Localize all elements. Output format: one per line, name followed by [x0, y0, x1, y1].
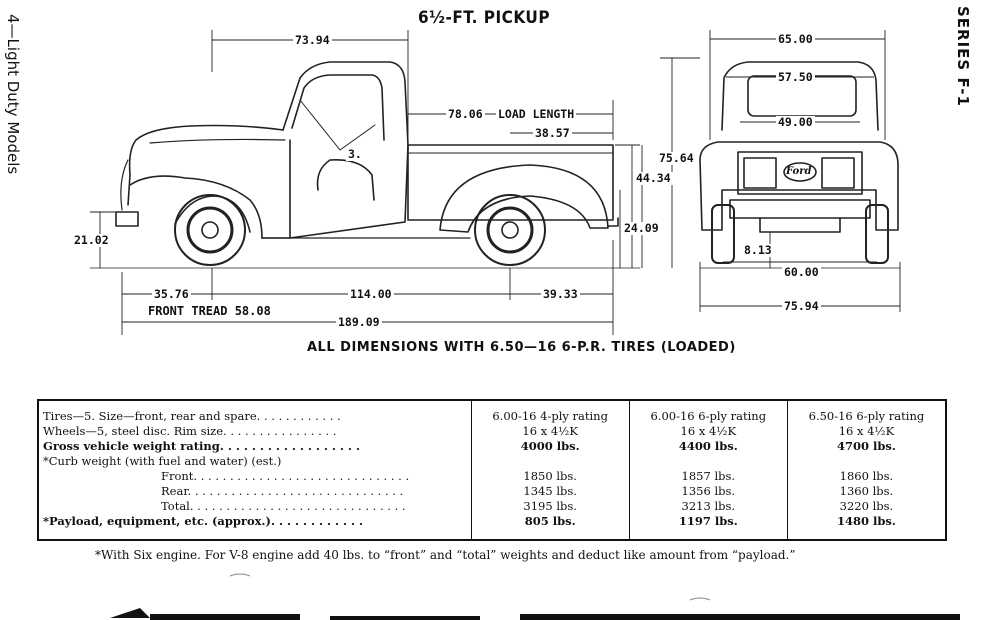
- dim-bed-rear-length: 78.06: [446, 107, 485, 121]
- dim-overall-rear-width: 75.94: [782, 299, 821, 313]
- dim-bumper-height: 21.02: [72, 233, 111, 247]
- spec-table: Tires—5. Size—front, rear and spare. . .…: [37, 399, 947, 541]
- spec-value: 1356 lbs.: [628, 484, 788, 499]
- dim-wheelbase: 114.00: [348, 287, 394, 301]
- spec-value: 1197 lbs.: [628, 514, 788, 540]
- dim-front-tread: FRONT TREAD 58.08: [146, 304, 273, 318]
- ford-logo-text: Ford: [786, 166, 812, 177]
- spec-value: 4400 lbs.: [628, 439, 788, 454]
- dim-ground-clearance: 8.13: [742, 243, 774, 257]
- spec-label: Wheels—5, steel disc. Rim size. . . . . …: [43, 424, 337, 438]
- spec-label: *Curb weight (with fuel and water) (est.…: [43, 454, 282, 468]
- dim-rear-tread: 60.00: [782, 265, 821, 279]
- spec-value: [786, 454, 946, 469]
- spec-row: *Payload, equipment, etc. (approx.). . .…: [38, 514, 946, 540]
- dim-rear-overhang: 39.33: [541, 287, 580, 301]
- spec-label: Total. . . . . . . . . . . . . . . . . .…: [161, 499, 406, 513]
- spec-value: 6.00-16 4-ply rating: [470, 400, 630, 424]
- spec-value: 805 lbs.: [470, 514, 630, 540]
- spec-value: [470, 454, 630, 469]
- spec-row: Gross vehicle weight rating. . . . . . .…: [38, 439, 946, 454]
- spec-value: 1857 lbs.: [628, 469, 788, 484]
- dim-floor-height: 24.09: [622, 221, 661, 235]
- page-edge-marks: [110, 573, 960, 620]
- spec-value: 1860 lbs.: [786, 469, 946, 484]
- spec-label: Rear. . . . . . . . . . . . . . . . . . …: [161, 484, 404, 498]
- footnote: *With Six engine. For V-8 engine add 40 …: [95, 548, 796, 562]
- spec-value: 16 x 4½K: [470, 424, 630, 439]
- spec-label: Tires—5. Size—front, rear and spare. . .…: [43, 409, 341, 423]
- dim-axle-to-bed-end: 38.57: [533, 126, 572, 140]
- spec-value: 4700 lbs.: [786, 439, 946, 454]
- spec-row: *Curb weight (with fuel and water) (est.…: [38, 454, 946, 469]
- dim-overall-width: 65.00: [776, 32, 815, 46]
- dim-cab-width: 57.50: [776, 70, 815, 84]
- spec-row: Wheels—5, steel disc. Rim size. . . . . …: [38, 424, 946, 439]
- spec-value: 16 x 4½K: [786, 424, 946, 439]
- page-title: 6½-FT. PICKUP: [418, 8, 551, 28]
- dim-seat-marker: 3.: [346, 147, 364, 161]
- spec-row: Rear. . . . . . . . . . . . . . . . . . …: [38, 484, 946, 499]
- spec-value: 16 x 4½K: [628, 424, 788, 439]
- spec-value: 1480 lbs.: [786, 514, 946, 540]
- spec-value: 3213 lbs.: [628, 499, 788, 514]
- spec-value: 3195 lbs.: [470, 499, 630, 514]
- spec-label: Front. . . . . . . . . . . . . . . . . .…: [161, 469, 410, 483]
- spec-row: Total. . . . . . . . . . . . . . . . . .…: [38, 499, 946, 514]
- dim-load-length-label: LOAD LENGTH: [496, 107, 577, 121]
- dim-bed-height: 44.34: [634, 171, 673, 185]
- spec-label: Gross vehicle weight rating. . . . . . .…: [43, 439, 360, 453]
- dim-overall-height: 75.64: [657, 151, 696, 165]
- dim-overall-length: 189.09: [336, 315, 382, 329]
- spec-value: 6.50-16 6-ply rating: [786, 400, 946, 424]
- spec-value: 1850 lbs.: [470, 469, 630, 484]
- spec-label: *Payload, equipment, etc. (approx.). . .…: [43, 514, 364, 528]
- spec-value: 4000 lbs.: [470, 439, 630, 454]
- spec-value: 1360 lbs.: [786, 484, 946, 499]
- dim-front-overhang: 35.76: [152, 287, 191, 301]
- spec-row: Tires—5. Size—front, rear and spare. . .…: [38, 400, 946, 424]
- truck-drawing: [89, 30, 901, 335]
- tires-note: ALL DIMENSIONS WITH 6.50—16 6-P.R. TIRES…: [307, 340, 736, 355]
- spec-row: Front. . . . . . . . . . . . . . . . . .…: [38, 469, 946, 484]
- spec-value: 6.00-16 6-ply rating: [628, 400, 788, 424]
- spec-value: [628, 454, 788, 469]
- spec-value: 1345 lbs.: [470, 484, 630, 499]
- spec-value: 3220 lbs.: [786, 499, 946, 514]
- dim-bed-inside-width: 49.00: [776, 115, 815, 129]
- dim-cab-to-front-axle: 73.94: [293, 33, 332, 47]
